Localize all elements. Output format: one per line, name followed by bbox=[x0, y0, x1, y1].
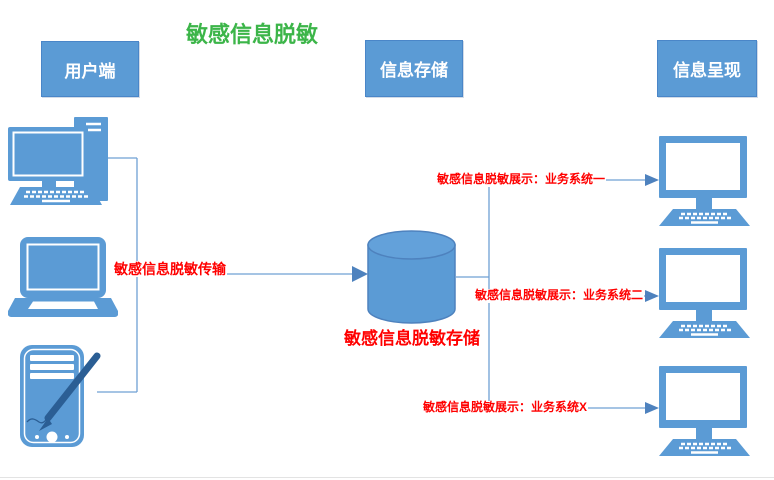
desktop-computer-icon bbox=[8, 117, 108, 205]
header-box-client: 用户端 bbox=[41, 41, 139, 97]
laptop-icon bbox=[8, 237, 118, 318]
header-box-client-label: 用户端 bbox=[64, 61, 116, 81]
monitor-icon bbox=[659, 366, 750, 456]
monitor-icon bbox=[659, 136, 750, 226]
label-display-system-2: 敏感信息脱敏展示：业务系统二 bbox=[474, 288, 645, 303]
tablet-stylus-icon bbox=[20, 345, 101, 447]
bottom-divider bbox=[0, 477, 774, 478]
arrow-to-monitor-3 bbox=[645, 402, 659, 414]
label-storage: 敏感信息脱敏存储 bbox=[343, 329, 481, 349]
arrow-to-database bbox=[352, 266, 368, 282]
arrow-to-monitor-2 bbox=[645, 290, 659, 302]
header-box-storage-label: 信息存储 bbox=[380, 61, 448, 80]
arrow-to-monitor-1 bbox=[645, 174, 659, 186]
header-box-storage: 信息存储 bbox=[365, 40, 463, 97]
label-display-system-1: 敏感信息脱敏展示：业务系统一 bbox=[436, 172, 607, 187]
header-box-presentation-label: 信息呈现 bbox=[673, 61, 741, 80]
label-display-system-x: 敏感信息脱敏展示：业务系统X bbox=[422, 400, 589, 415]
header-box-presentation: 信息呈现 bbox=[657, 40, 757, 97]
monitor-icon bbox=[659, 248, 750, 338]
database-cylinder-icon bbox=[367, 230, 456, 324]
label-transmission: 敏感信息脱敏传输 bbox=[113, 261, 227, 278]
diagram-title: 敏感信息脱敏 bbox=[186, 22, 319, 47]
